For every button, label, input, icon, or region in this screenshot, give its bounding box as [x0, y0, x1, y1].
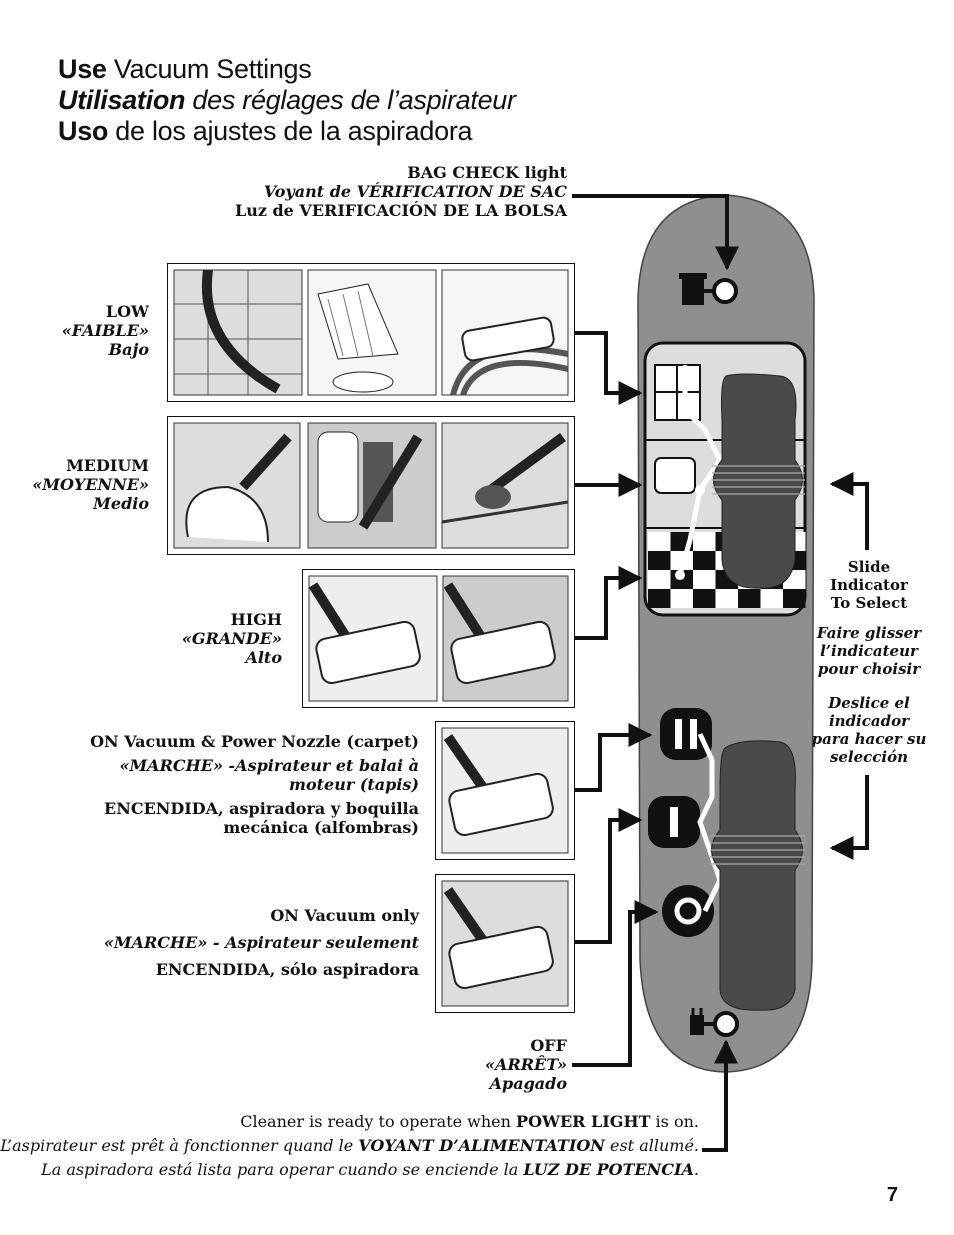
medium-illustration-panel [167, 416, 575, 555]
bag-check-light-icon [712, 278, 738, 304]
power-light-icon [713, 1011, 739, 1037]
high-label: HIGH«GRANDE»Alto [181, 610, 282, 667]
slide-label-en: Slide Indicator To Select [830, 558, 908, 612]
on-only-illustration [441, 880, 569, 1007]
indicator-track-lower [697, 732, 723, 913]
off-label: OFF«ARRÊT»Apagado [485, 1036, 567, 1093]
footer-fr: L’aspirateur est prêt à fonctionner quan… [0, 1136, 699, 1155]
footer-en: Cleaner is ready to operate when POWER L… [240, 1112, 699, 1131]
on-carpet-label: ON Vacuum & Power Nozzle (carpet) «MARCH… [90, 732, 419, 837]
pause-icon [660, 708, 712, 760]
page-number: 7 [886, 1184, 898, 1206]
title-es: Uso de los ajustes de la aspiradora [58, 116, 473, 146]
slide-label-es: Deslice el indicador para hacer su selec… [811, 694, 927, 766]
low-illustration [173, 269, 569, 397]
on-carpet-illustration-panel [435, 721, 575, 860]
title-fr: Utilisation des réglages de l’aspirateur [58, 85, 516, 115]
on-only-illustration-panel [435, 874, 575, 1013]
window-scene [645, 364, 805, 529]
slide-label-fr: Faire glisser l’indicateur pour choisir [816, 624, 922, 678]
on-only-icon [662, 885, 714, 937]
title-en: Use Vacuum Settings [58, 54, 312, 84]
bag-check-label: BAG CHECK light Voyant de VÉRIFICATION D… [234, 163, 567, 220]
low-illustration-panel [167, 263, 575, 402]
on-only-label: ON Vacuum only «MARCHE» - Aspirateur seu… [103, 906, 419, 979]
low-label: LOW«FAIBLE»Bajo [61, 302, 149, 359]
high-illustration [308, 575, 569, 702]
medium-label: MEDIUM«MOYENNE»Medio [32, 456, 149, 513]
footer-es: La aspiradora está lista para operar cua… [41, 1160, 699, 1179]
indicator-track-upper [677, 370, 723, 576]
power-plug-icon [690, 1008, 714, 1035]
leader-arrows [572, 194, 869, 1152]
medium-illustration [173, 422, 569, 549]
slider-lower[interactable] [711, 740, 803, 1011]
slider-upper[interactable] [713, 373, 803, 589]
high-illustration-panel [302, 569, 575, 708]
on-carpet-illustration [441, 727, 569, 854]
